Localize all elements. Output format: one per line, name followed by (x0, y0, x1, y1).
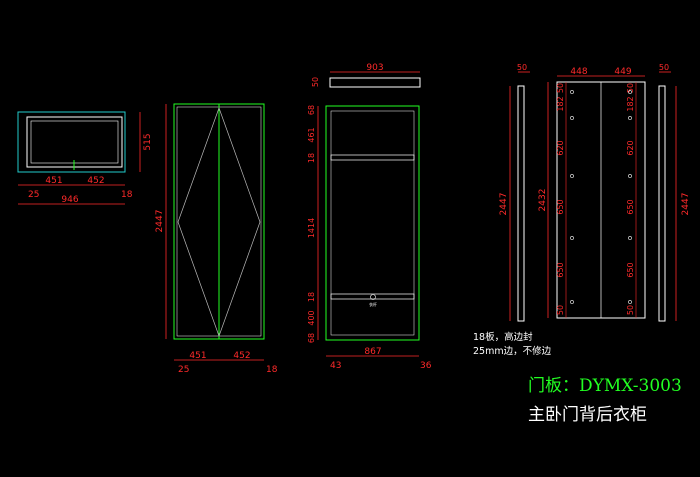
left-panel-thick-dim: 50 (517, 63, 527, 72)
back-right-dim-2: 182 (626, 96, 635, 111)
hinge-hole (628, 236, 632, 240)
door-left-diamond (177, 107, 220, 337)
door-width2-dim: 452 (233, 351, 250, 361)
hinge-hole (570, 236, 574, 240)
door-left-dim: 25 (178, 365, 189, 375)
cabinet-dim-d: 1414 (307, 218, 316, 238)
cabinet-top-thickness-dim: 50 (311, 77, 320, 87)
plan-right-dim: 18 (121, 190, 133, 200)
plan-view: 515 451 452 25 18 946 (17, 111, 153, 205)
door-right-diamond (218, 107, 261, 337)
cabinet-inner-frame (330, 110, 415, 336)
note-line-1: 18板，高边封 (473, 331, 533, 343)
door-right-dim: 18 (266, 365, 278, 375)
back-right-dim-4: 650 (626, 199, 635, 214)
cabinet-dim-f: 400 (307, 310, 316, 325)
hinge-holes (570, 90, 632, 304)
cabinet-dim-g: 68 (307, 333, 316, 343)
hanging-rod-label: 衣杆 (369, 301, 377, 307)
plan-left-dim: 25 (28, 190, 39, 200)
back-left-dim-5: 650 (556, 262, 565, 277)
hinge-hole (628, 174, 632, 178)
plan-inner-frame (26, 116, 123, 168)
cabinet-dim-e: 18 (307, 292, 316, 302)
cabinet-top-dim: 903 (366, 63, 383, 73)
plan-width2-dim: 452 (87, 176, 104, 186)
drawing-title: 主卧门背后衣柜 (528, 405, 647, 425)
left-panel-height-dim: 2447 (499, 193, 509, 216)
cabinet-outer-frame (325, 105, 420, 341)
hinge-hole (628, 90, 632, 94)
drawing-code: 门板：DYMX-3003 (528, 376, 682, 396)
cabinet-width-dim: 867 (364, 347, 381, 357)
cabinet-upper-shelf (330, 154, 415, 161)
cabinet-dim-b: 461 (307, 127, 316, 142)
cabinet-lower-shelf (330, 293, 415, 300)
left-side-panel (517, 85, 525, 322)
back-left-dim-3: 620 (556, 140, 565, 155)
back-left-dim-4: 650 (556, 199, 565, 214)
plan-total-dim: 946 (61, 195, 78, 205)
panel-details: 50 2447 448 449 2432 50 182 620 650 650 … (499, 63, 691, 322)
cabinet-left-dim: 43 (330, 361, 341, 371)
right-panel-thick-dim: 50 (659, 63, 669, 72)
hanging-rod-marker (370, 294, 376, 300)
plan-outer-frame (17, 111, 126, 173)
back-right-dim-5: 650 (626, 262, 635, 277)
door-elevation: 2447 451 452 25 18 (155, 103, 278, 375)
cabinet-right-dim: 36 (420, 361, 432, 371)
back-right-dim-1: 50 (626, 83, 635, 93)
back-panel-height-dim: 2432 (538, 189, 548, 212)
door-height-dim: 2447 (155, 210, 165, 233)
back-left-dim-1: 50 (556, 83, 565, 93)
plan-width1-dim: 451 (45, 176, 62, 186)
back-right-dim-6: 50 (626, 305, 635, 315)
back-panel-width2-dim: 449 (614, 67, 631, 77)
plan-height-dim: 515 (143, 133, 153, 150)
back-left-dim-6: 50 (556, 305, 565, 315)
hinge-hole (570, 174, 574, 178)
hinge-hole (570, 116, 574, 120)
hinge-hole (628, 300, 632, 304)
hinge-hole (570, 90, 574, 94)
back-panel-width1-dim: 448 (570, 67, 587, 77)
right-panel-height-dim: 2447 (681, 193, 691, 216)
back-right-dim-3: 620 (626, 140, 635, 155)
back-left-dim-2: 182 (556, 96, 565, 111)
hinge-hole (628, 116, 632, 120)
door-width1-dim: 451 (189, 351, 206, 361)
cabinet-top-board (329, 77, 421, 88)
right-side-panel (658, 85, 666, 322)
note-line-2: 25mm边，不修边 (473, 345, 552, 357)
cabinet-dim-a: 68 (307, 105, 316, 115)
plan-inner-line (30, 120, 119, 164)
hinge-hole (570, 300, 574, 304)
cabinet-dim-c: 18 (307, 153, 316, 163)
cabinet-elevation: 903 50 衣杆 68 461 18 1414 18 400 68 867 4… (307, 63, 432, 371)
